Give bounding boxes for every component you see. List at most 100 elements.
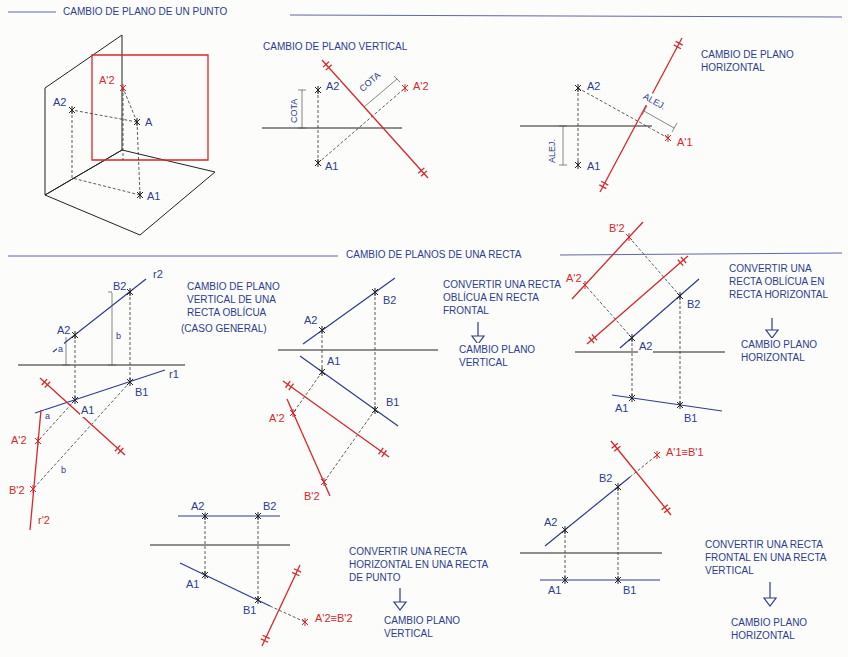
point-marker bbox=[629, 334, 635, 342]
point-label: A'2 bbox=[268, 412, 286, 425]
ground-tick bbox=[674, 45, 681, 49]
ground-tick bbox=[379, 448, 384, 455]
point-label: A2 bbox=[586, 80, 601, 93]
point-label: B'2 bbox=[8, 484, 26, 497]
point-marker bbox=[615, 576, 621, 584]
point-marker bbox=[626, 233, 632, 241]
point-label: A1 bbox=[324, 160, 339, 173]
point-marker bbox=[302, 618, 308, 626]
ground-tick bbox=[326, 65, 332, 70]
point-marker bbox=[127, 288, 133, 296]
point-label: A2 bbox=[190, 500, 205, 513]
point-marker bbox=[319, 326, 325, 334]
dimension-label: a bbox=[57, 343, 64, 356]
point-marker bbox=[319, 368, 325, 376]
point-label: B2 bbox=[262, 500, 277, 513]
point-label: B2 bbox=[382, 294, 397, 307]
ground-line bbox=[322, 60, 428, 178]
point-label: A'2≡B'2 bbox=[314, 612, 354, 625]
dimension-label: b bbox=[115, 330, 122, 343]
point-marker bbox=[127, 378, 133, 386]
ground-line bbox=[600, 38, 682, 192]
point-marker bbox=[562, 526, 568, 534]
ground-tick bbox=[45, 382, 50, 388]
point-label: A'2 bbox=[412, 80, 430, 93]
point-marker bbox=[35, 437, 41, 445]
point-marker bbox=[372, 406, 378, 414]
point-label: B2 bbox=[598, 472, 613, 485]
point-label: A'1 bbox=[676, 136, 694, 149]
point-marker bbox=[654, 451, 660, 459]
point-label: A'2 bbox=[98, 74, 116, 87]
ground-line bbox=[283, 381, 389, 457]
point-marker bbox=[255, 596, 261, 604]
dimension-label: ALEJ. bbox=[546, 138, 559, 164]
point-label: A'2 bbox=[10, 434, 28, 447]
point-label: A2 bbox=[52, 96, 67, 109]
dimension-label: COTA bbox=[288, 98, 301, 124]
point-label: A2 bbox=[303, 314, 318, 327]
note-text: CAMBIO DE PLANO VERTICAL bbox=[262, 40, 408, 53]
dimension-label: b bbox=[60, 464, 67, 477]
point-marker bbox=[677, 292, 683, 300]
point-label: A1 bbox=[586, 160, 601, 173]
ground-tick bbox=[294, 569, 301, 572]
ground-tick bbox=[612, 443, 618, 448]
dimension-label: COTA bbox=[356, 69, 384, 96]
point-marker bbox=[202, 571, 208, 579]
point-label: A1 bbox=[80, 404, 95, 417]
point-marker bbox=[72, 396, 78, 404]
point-label: r1 bbox=[168, 368, 180, 381]
ground-line bbox=[611, 441, 671, 515]
point-marker bbox=[315, 86, 321, 94]
ground-line bbox=[587, 256, 688, 344]
note-text: CAMBIO PLANO VERTICAL bbox=[458, 343, 555, 369]
ground-tick bbox=[589, 337, 594, 343]
point-marker bbox=[72, 331, 78, 339]
note-text: CAMBIO PLANO VERTICAL bbox=[383, 614, 485, 640]
point-marker bbox=[562, 576, 568, 584]
point-label: A2 bbox=[56, 324, 71, 337]
note-text: CAMBIO DE PLANO HORIZONTAL bbox=[700, 48, 822, 74]
point-marker bbox=[402, 84, 408, 92]
point-label: r'2 bbox=[37, 514, 51, 527]
point-label: A1 bbox=[326, 355, 341, 368]
ground-tick bbox=[289, 384, 294, 391]
point-marker bbox=[290, 409, 296, 417]
note-text: CAMBIO PLANO HORIZONTAL bbox=[740, 338, 837, 364]
point-marker bbox=[202, 512, 208, 520]
point-label: B1 bbox=[622, 584, 637, 597]
note-text: CONVERTIR UNA RECTA OBLÍCUA EN RECTA FRO… bbox=[442, 278, 562, 317]
point-marker bbox=[255, 512, 261, 520]
ground-tick bbox=[678, 260, 683, 266]
ground-tick bbox=[263, 635, 270, 638]
point-label: A1 bbox=[146, 190, 161, 203]
ground-tick bbox=[601, 181, 608, 185]
point-label: A1 bbox=[614, 402, 629, 415]
point-marker bbox=[137, 191, 143, 199]
ground-tick bbox=[115, 445, 120, 451]
ground-tick bbox=[382, 450, 387, 457]
note-text: CONVERTIR UNA RECTA HORIZONTAL EN UNA RE… bbox=[348, 545, 490, 584]
note-text: CONVERTIR UNA RECTA OBLÍCUA EN RECTA HOR… bbox=[728, 262, 842, 301]
point-label: A'1≡B'1 bbox=[665, 446, 705, 459]
point-label: A2 bbox=[638, 340, 653, 353]
note-text: CONVERTIR UNA RECTA FRONTAL EN UNA RECTA… bbox=[704, 538, 842, 577]
ground-tick bbox=[418, 168, 424, 173]
note-text: CAMBIO PLANO HORIZONTAL bbox=[730, 616, 832, 642]
dimension-label: a bbox=[44, 410, 51, 423]
point-marker bbox=[665, 134, 671, 142]
ground-line bbox=[262, 565, 300, 646]
ground-tick bbox=[676, 41, 683, 45]
point-marker bbox=[575, 84, 581, 92]
ground-tick bbox=[323, 62, 329, 67]
ground-tick bbox=[286, 381, 291, 388]
ground-tick bbox=[599, 185, 606, 189]
point-marker bbox=[30, 485, 36, 493]
point-label: r2 bbox=[152, 268, 164, 281]
ground-tick bbox=[42, 379, 47, 385]
point-marker bbox=[69, 106, 75, 114]
ground-tick bbox=[662, 505, 668, 510]
ground-tick bbox=[592, 334, 597, 340]
point-label: A1 bbox=[547, 584, 562, 597]
